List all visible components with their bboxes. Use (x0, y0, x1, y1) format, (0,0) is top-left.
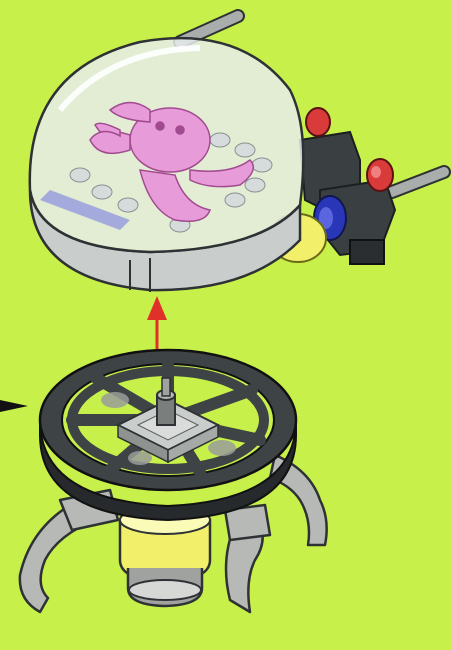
yellow-drum-icon (120, 506, 210, 606)
turntable-ring-icon (40, 350, 296, 520)
pointer-arrow-icon (0, 400, 28, 412)
